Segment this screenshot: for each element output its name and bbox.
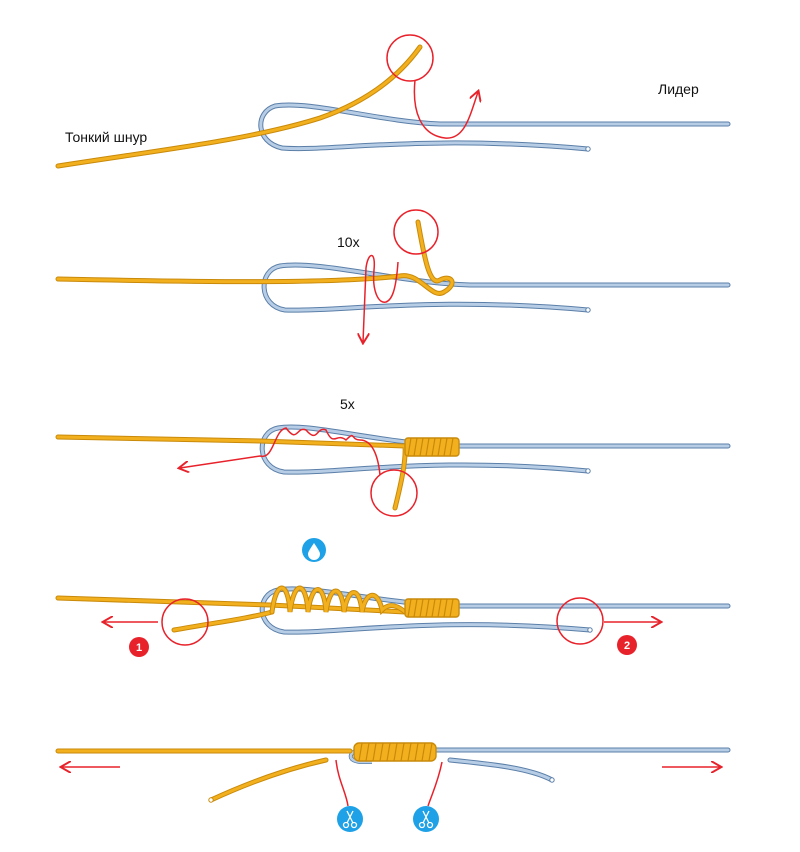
step-3 [55,424,731,517]
leader-label: Лидер [658,81,699,97]
wrap-direction-arrow [363,254,399,343]
wrap-arrow [413,79,478,139]
leader-line-step2 [261,262,731,313]
scissors-icon [337,806,363,832]
step-badge-1: 1 [129,637,149,657]
step3-count-label: 5x [340,396,355,412]
step-badge-2: 2 [617,635,637,655]
highlight-circle [386,34,434,82]
step2-count-label: 10x [337,234,360,250]
braid-line-step4 [55,595,408,633]
highlight-circle [370,469,418,517]
highlight-circle [556,597,604,645]
braid-wraps-step4 [404,598,460,618]
step-1 [55,34,731,169]
water-drop-icon [302,538,326,562]
badge-1-text: 1 [136,642,142,654]
step-4: 1 2 [55,585,731,657]
leader-line-step4 [259,586,731,635]
braid-wraps-step3 [404,437,460,457]
highlight-circle [393,209,439,255]
step-5 [55,742,731,832]
braid-loose-wraps-step4 [269,585,408,616]
braid-line-step3 [55,434,408,511]
highlight-circle [161,598,209,646]
braid-line-step2 [55,219,455,296]
scissors-icon [413,806,439,832]
cut-line-right [427,761,443,807]
step-2 [55,209,731,343]
finished-knot-wraps [353,742,437,762]
thin-line-label: Тонкий шнур [65,129,148,145]
leader-line-step1 [258,102,731,152]
leader-line-step3 [259,424,731,475]
braid-line-step1 [55,44,423,169]
braid-line-step5 [55,748,353,803]
reverse-wrap-arrow [180,427,381,476]
cut-line-left [335,759,349,807]
badge-2-text: 2 [624,640,630,652]
